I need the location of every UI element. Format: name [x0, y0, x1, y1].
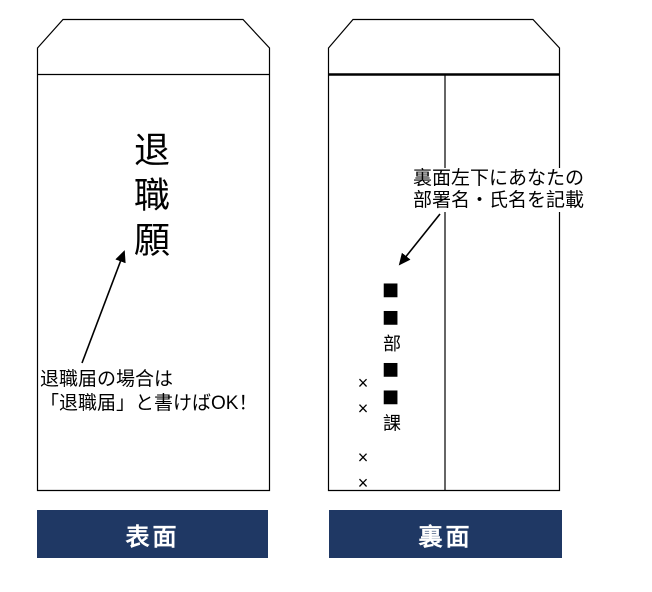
back-name-vertical-text: ×× ×× [353, 373, 373, 499]
back-envelope-outline [327, 18, 561, 492]
front-note-line1: 退職届の場合は [40, 369, 174, 390]
front-note-line2: 「退職届」と書けばOK！ [40, 393, 258, 414]
back-side-label: 裏面 [329, 510, 562, 558]
front-note: 退職届の場合は 「退職届」と書けばOK！ [40, 368, 257, 416]
front-side-label: 表面 [37, 510, 268, 558]
back-department-vertical-text: ■■部■■課 [380, 279, 401, 438]
back-annotation-line2: 部署名・氏名を記載 [413, 190, 585, 211]
front-envelope-outline [36, 18, 271, 492]
back-annotation: 裏面左下にあなたの 部署名・氏名を記載 [413, 168, 585, 212]
back-annotation-line1: 裏面左下にあなたの [413, 168, 585, 189]
front-envelope-title: 退職願 [128, 131, 169, 266]
back-annotation-arrow-icon [398, 213, 441, 266]
front-annotation-arrow-icon [81, 250, 126, 364]
